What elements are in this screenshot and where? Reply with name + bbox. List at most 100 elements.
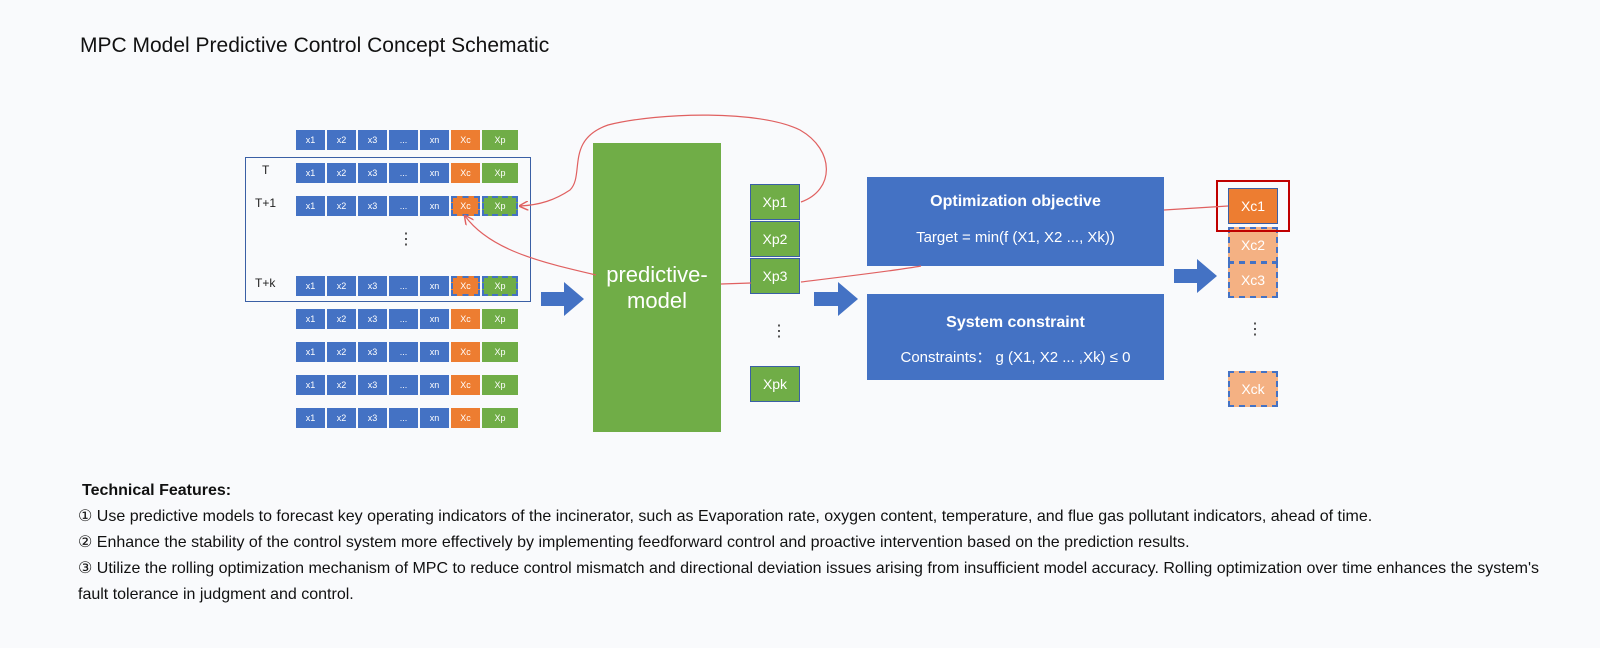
cell-x3: x3 — [358, 196, 387, 216]
cell-x3: x3 — [358, 309, 387, 329]
cell-xc: Xc — [451, 130, 480, 150]
cell-x3: x3 — [358, 342, 387, 362]
cell-xc: Xc — [451, 342, 480, 362]
cell-xp: Xp — [482, 342, 518, 362]
xc3-cell: Xc3 — [1228, 262, 1278, 298]
data-row: x1 x2 x3 ... xn Xc Xp — [296, 196, 518, 216]
cell-ellipsis: ... — [389, 408, 418, 428]
cell-x3: x3 — [358, 130, 387, 150]
cell-x1: x1 — [296, 408, 325, 428]
features-heading: Technical Features: — [82, 482, 232, 499]
cell-xn: xn — [420, 375, 449, 395]
cell-x3: x3 — [358, 408, 387, 428]
cell-x2: x2 — [327, 196, 356, 216]
data-row: x1 x2 x3 ... xn Xc Xp — [296, 309, 518, 329]
feature-item-3: ③ Utilize the rolling optimization mecha… — [78, 560, 1539, 603]
diagram-title: MPC Model Predictive Control Concept Sch… — [80, 34, 550, 57]
model-feedback-curve — [465, 216, 597, 276]
cell-x2: x2 — [327, 309, 356, 329]
cell-xp: Xp — [482, 163, 518, 183]
xck-cell: Xck — [1228, 371, 1278, 407]
feature-item-1: ① Use predictive models to forecast key … — [78, 508, 1373, 525]
cell-xc: Xc — [451, 408, 480, 428]
optimization-objective-panel: Optimization objective Target = min(f (X… — [867, 177, 1164, 266]
cell-ellipsis: ... — [389, 163, 418, 183]
time-label-t: T — [262, 163, 270, 177]
cell-x1: x1 — [296, 196, 325, 216]
cell-x1: x1 — [296, 375, 325, 395]
cell-ellipsis: ... — [389, 309, 418, 329]
cell-xn: xn — [420, 276, 449, 296]
data-row: x1 x2 x3 ... xn Xc Xp — [296, 276, 518, 296]
xc2-cell: Xc2 — [1228, 227, 1278, 263]
technical-features: Technical Features: ① Use predictive mod… — [78, 478, 1558, 608]
xp3-to-objective-line — [720, 265, 922, 285]
xp1-cell: Xp1 — [750, 184, 800, 220]
cell-x3: x3 — [358, 276, 387, 296]
input-arrow — [541, 282, 584, 316]
xp1-feedback-curve — [520, 114, 827, 206]
xc-ellipsis: ⋮ — [1247, 321, 1263, 338]
cell-x2: x2 — [327, 375, 356, 395]
rows-ellipsis: ⋮ — [398, 231, 414, 248]
cell-x1: x1 — [296, 130, 325, 150]
time-label-t1: T+1 — [255, 196, 277, 210]
model-label-line1: predictive- — [606, 261, 708, 287]
objective-formula: Target = min(f (X1, X2 ..., Xk)) — [916, 229, 1115, 246]
constraint-heading: System constraint — [946, 314, 1085, 331]
cell-xn: xn — [420, 163, 449, 183]
xp-ellipsis: ⋮ — [771, 323, 787, 340]
selected-control-highlight — [1216, 180, 1290, 232]
panels-to-control-arrow — [1174, 259, 1217, 293]
cell-xp: Xp — [482, 408, 518, 428]
data-row: x1 x2 x3 ... xn Xc Xp — [296, 163, 518, 183]
predictive-model-block: predictive- model — [593, 143, 721, 432]
cell-x1: x1 — [296, 309, 325, 329]
cell-xn: xn — [420, 130, 449, 150]
cell-xn: xn — [420, 309, 449, 329]
data-row: x1 x2 x3 ... xn Xc Xp — [296, 375, 518, 395]
cell-xn: xn — [420, 196, 449, 216]
cell-xc: Xc — [451, 309, 480, 329]
cell-x2: x2 — [327, 276, 356, 296]
xc1-cell: Xc1 — [1228, 188, 1278, 224]
data-row: x1 x2 x3 ... xn Xc Xp — [296, 130, 518, 150]
cell-ellipsis: ... — [389, 375, 418, 395]
cell-xp: Xp — [482, 309, 518, 329]
cell-x1: x1 — [296, 276, 325, 296]
cell-xc: Xc — [451, 276, 480, 296]
cell-x3: x3 — [358, 375, 387, 395]
cell-x2: x2 — [327, 342, 356, 362]
cell-xp: Xp — [482, 276, 518, 296]
cell-x2: x2 — [327, 408, 356, 428]
rolling-window-frame — [245, 157, 531, 302]
cell-x2: x2 — [327, 163, 356, 183]
cell-xp: Xp — [482, 130, 518, 150]
cell-xn: xn — [420, 342, 449, 362]
feature-item-2: ② Enhance the stability of the control s… — [78, 534, 1190, 551]
cell-ellipsis: ... — [389, 196, 418, 216]
cell-ellipsis: ... — [389, 130, 418, 150]
cell-x1: x1 — [296, 342, 325, 362]
cell-xp: Xp — [482, 196, 518, 216]
data-row: x1 x2 x3 ... xn Xc Xp — [296, 342, 518, 362]
data-row: x1 x2 x3 ... xn Xc Xp — [296, 408, 518, 428]
cell-xc: Xc — [451, 163, 480, 183]
cell-xp: Xp — [482, 375, 518, 395]
cell-x3: x3 — [358, 163, 387, 183]
cell-xc: Xc — [451, 375, 480, 395]
xp2-cell: Xp2 — [750, 221, 800, 257]
time-label-tk: T+k — [255, 276, 276, 290]
model-to-panels-arrow — [814, 282, 858, 316]
constraint-formula: Constraints： g (X1, X2 ... ,Xk) ≤ 0 — [900, 349, 1131, 366]
cell-x1: x1 — [296, 163, 325, 183]
cell-ellipsis: ... — [389, 342, 418, 362]
objective-to-xc1-line — [1163, 205, 1229, 211]
cell-xn: xn — [420, 408, 449, 428]
xpk-cell: Xpk — [750, 366, 800, 402]
model-label-line2: model — [627, 287, 687, 313]
cell-x2: x2 — [327, 130, 356, 150]
objective-heading: Optimization objective — [930, 193, 1101, 210]
cell-ellipsis: ... — [389, 276, 418, 296]
